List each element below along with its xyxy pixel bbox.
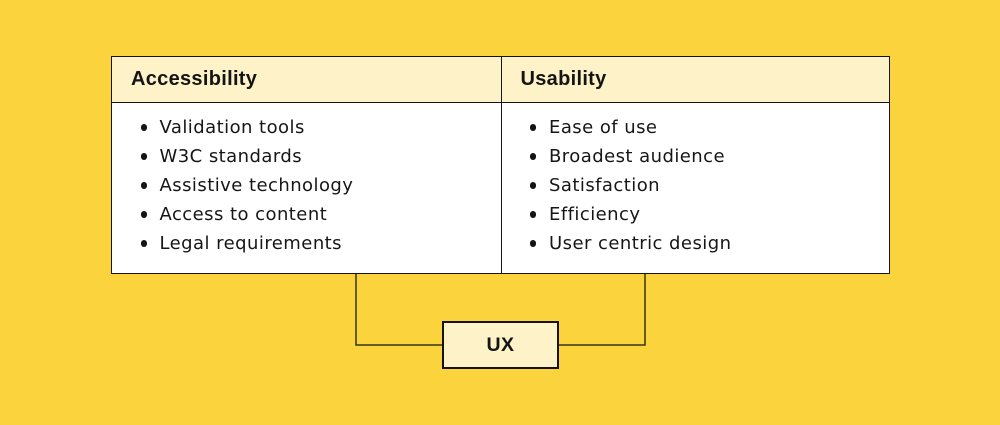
list-item: Validation tools bbox=[112, 113, 501, 142]
accessibility-header-cell: Accessibility bbox=[112, 57, 501, 103]
list-item: User centric design bbox=[502, 229, 890, 258]
list-item: Access to content bbox=[112, 200, 501, 229]
usability-header-cell: Usability bbox=[500, 57, 889, 103]
ux-node: UX bbox=[442, 321, 559, 369]
connector-usability-to-ux bbox=[559, 273, 646, 346]
list-item: Efficiency bbox=[502, 200, 890, 229]
list-item: W3C standards bbox=[112, 142, 501, 171]
ux-node-label: UX bbox=[486, 333, 515, 356]
connector-accessibility-to-ux bbox=[355, 273, 442, 346]
list-item: Legal requirements bbox=[112, 229, 501, 258]
comparison-table: Accessibility Usability Validation tools… bbox=[111, 56, 890, 274]
list-item: Ease of use bbox=[502, 113, 890, 142]
accessibility-header-label: Accessibility bbox=[131, 68, 258, 90]
usability-header-label: Usability bbox=[520, 68, 607, 90]
list-item: Broadest audience bbox=[502, 142, 890, 171]
list-item: Assistive technology bbox=[112, 171, 501, 200]
list-item: Satisfaction bbox=[502, 171, 890, 200]
